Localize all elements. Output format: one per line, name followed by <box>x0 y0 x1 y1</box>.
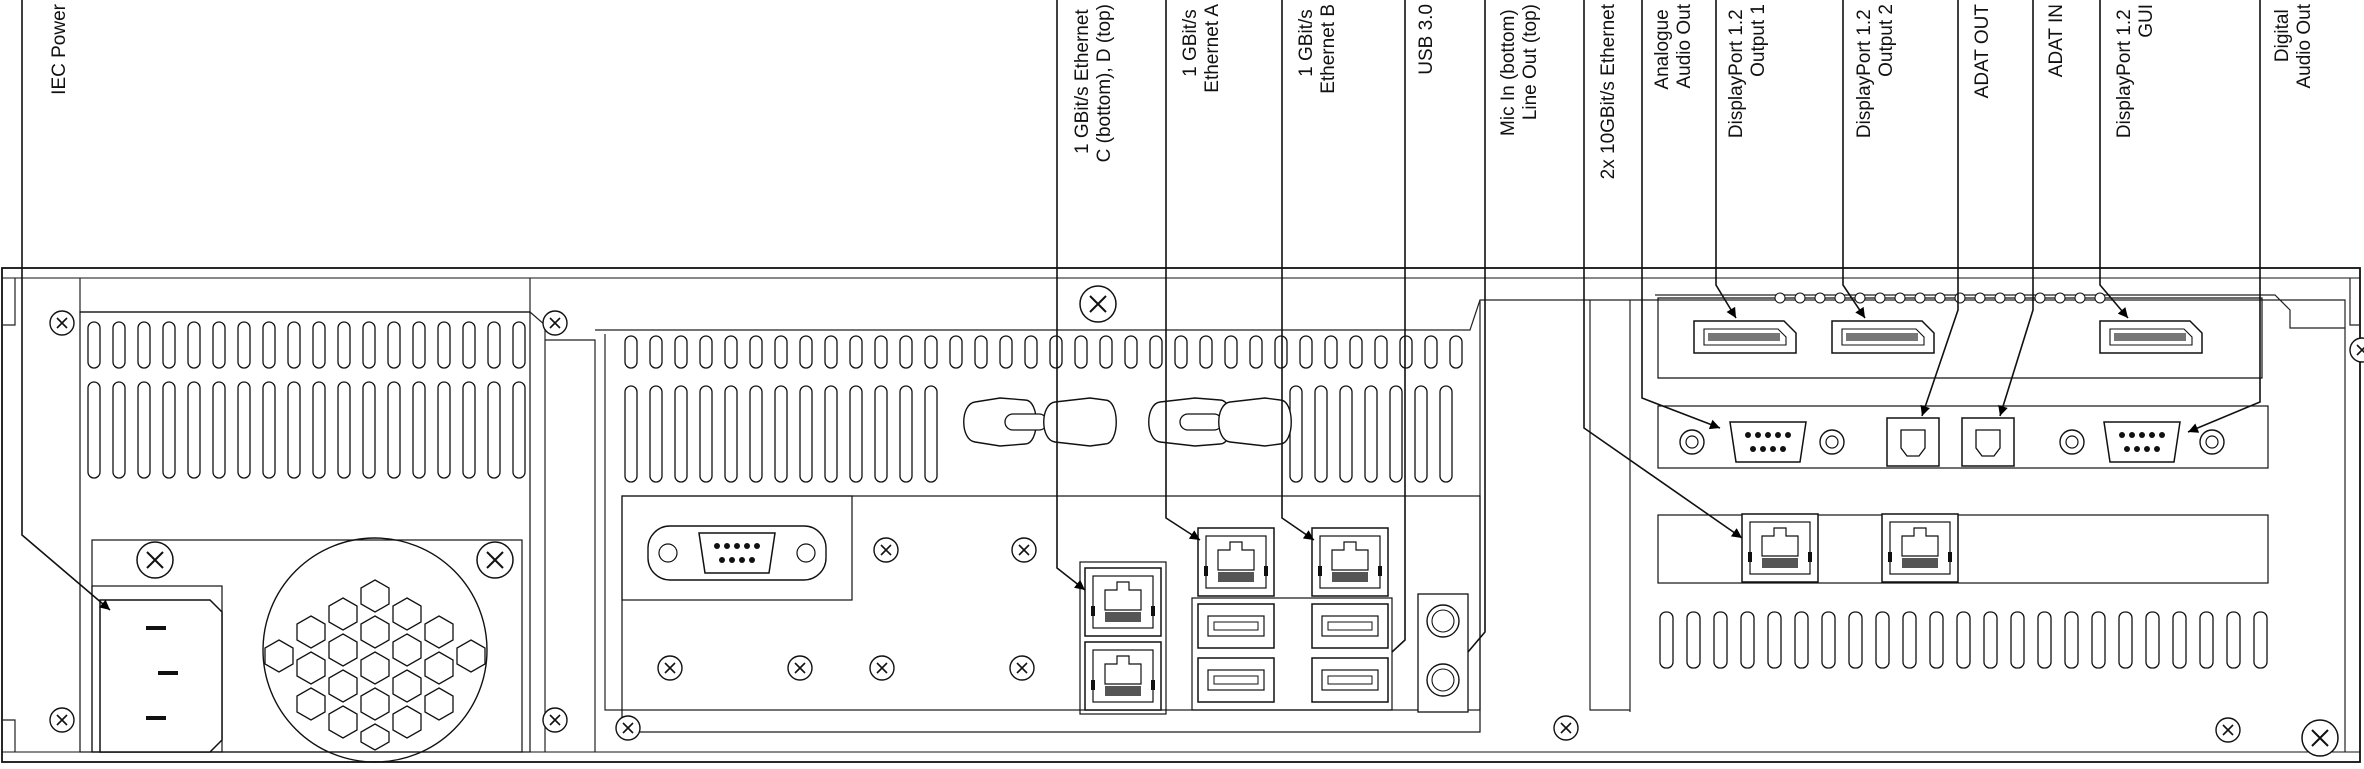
digital-audio-out-connector <box>2103 421 2181 463</box>
adat-out-port <box>1886 417 1940 467</box>
label-mic-line: Mic In (bottom) Line Out (top) <box>1498 4 1541 136</box>
usb-ports <box>1191 597 1393 711</box>
label-iec-power: IEC Power <box>49 3 70 94</box>
label-usb: USB 3.0 <box>1416 4 1437 75</box>
chassis-outline <box>1 267 2361 763</box>
leader-digital <box>2187 0 2261 433</box>
leader-mic-line <box>1467 0 1486 653</box>
leader-10g <box>1583 0 1743 539</box>
iec-power-socket <box>99 599 223 753</box>
network-card <box>1657 513 2269 584</box>
ethernet-port-a <box>1197 527 1275 597</box>
expansion-card-area <box>1589 292 2345 712</box>
label-adat-in: ADAT IN <box>2046 4 2067 77</box>
blanking-covers <box>963 397 1292 447</box>
leader-adat-in <box>1998 0 2034 417</box>
ethernet-port-b <box>1311 527 1389 597</box>
leader-ethernet-a <box>1165 0 1201 541</box>
leader-analogue <box>1641 0 1721 430</box>
label-analogue: Analogue Audio Out <box>1652 3 1695 89</box>
mainboard-area <box>595 285 2364 757</box>
card-vent-slots <box>1659 611 2268 669</box>
serial-port <box>647 525 827 581</box>
audio-card <box>1657 405 2269 469</box>
displayport-gui <box>2099 320 2203 354</box>
label-dp-gui: DisplayPort 1.2 GUI <box>2114 4 2157 138</box>
leader-dp2 <box>1842 0 1866 319</box>
leader-lines <box>21 0 2261 653</box>
audio-jacks <box>1417 593 1469 713</box>
leader-ethernet-cd <box>1056 0 1086 591</box>
leader-ethernet-b <box>1281 0 1315 541</box>
label-digital: Digital Audio Out <box>2272 3 2315 88</box>
psu-vent-slots <box>87 321 526 479</box>
graphics-card <box>1657 292 2263 379</box>
label-dp1: DisplayPort 1.2 Output 1 <box>1726 4 1769 138</box>
mainboard-vent-slots <box>624 335 1463 483</box>
leader-adat-out <box>1920 0 1959 417</box>
analogue-audio-out-connector <box>1729 421 1807 463</box>
power-supply-module <box>49 278 596 763</box>
label-ethernet-a: 1 GBit/s Ethernet A <box>1180 4 1223 93</box>
displayport-output-1 <box>1693 320 1797 354</box>
adat-in-port <box>1961 417 2015 467</box>
leader-dp-gui <box>2099 0 2129 319</box>
callout-labels: IEC Power 1 GBit/s Ethernet C (bottom), … <box>49 3 2315 179</box>
label-10g: 2x 10GBit/s Ethernet <box>1598 3 1619 179</box>
label-adat-out: ADAT OUT <box>1972 4 1993 99</box>
leader-iec-power <box>21 0 111 611</box>
label-dp2: DisplayPort 1.2 Output 2 <box>1854 4 1897 138</box>
label-ethernet-cd: 1 GBit/s Ethernet C (bottom), D (top) <box>1072 4 1115 162</box>
label-ethernet-b: 1 GBit/s Ethernet B <box>1296 4 1339 94</box>
leader-usb <box>1391 0 1406 653</box>
ethernet-port-d <box>1079 561 1167 715</box>
leader-dp1 <box>1715 0 1737 319</box>
psu-fan-grill <box>262 537 488 763</box>
displayport-output-2 <box>1831 320 1935 354</box>
